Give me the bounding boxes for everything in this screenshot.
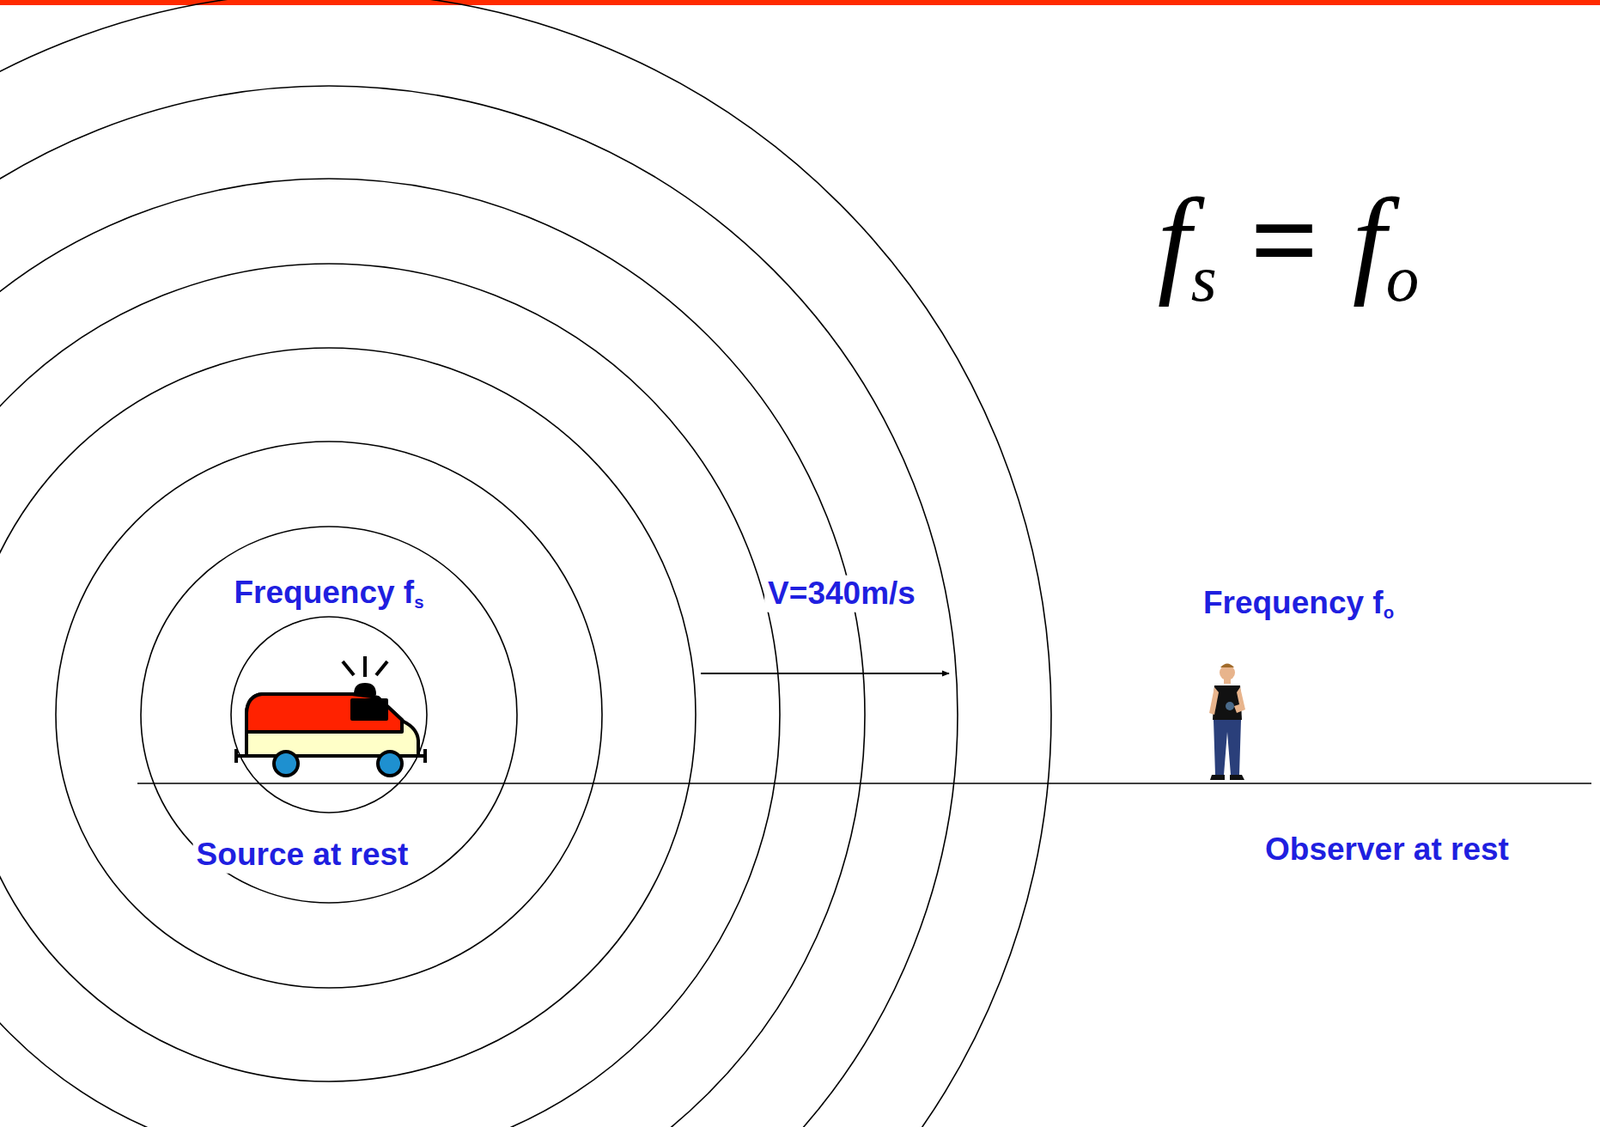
ambulance <box>234 656 427 776</box>
velocity-arrow <box>700 672 950 675</box>
label-text: V=340m/s <box>767 575 916 611</box>
doppler-formula: fs=fo <box>1157 174 1419 316</box>
wavefront <box>55 441 603 988</box>
wavefront <box>140 526 518 903</box>
label-text: Source at rest <box>196 836 409 872</box>
wavefronts <box>0 0 1052 1127</box>
label-text: f <box>1157 173 1192 307</box>
subscript: s <box>1191 241 1217 316</box>
ground-line <box>137 782 1592 785</box>
subscript: o <box>1386 241 1420 316</box>
wavefront <box>0 263 780 1127</box>
label-text: Frequency f <box>233 574 414 610</box>
equals-sign: = <box>1250 173 1320 307</box>
source-state-label: Source at rest <box>193 836 413 874</box>
label-text: f <box>1352 173 1387 307</box>
source-frequency-label: Frequency fs <box>230 574 427 613</box>
observer-frequency-label: Frequency fo <box>1199 584 1398 623</box>
wavefront <box>0 347 696 1082</box>
label-text: Observer at rest <box>1265 831 1509 867</box>
subscript: s <box>413 592 424 612</box>
top-bar <box>0 0 1600 6</box>
wavefront <box>0 85 958 1127</box>
subscript: o <box>1383 602 1394 622</box>
sound-speed-label: V=340m/s <box>764 575 919 613</box>
label-text: Frequency f <box>1203 584 1384 621</box>
wavefront <box>0 0 1052 1127</box>
wavefront <box>0 178 865 1127</box>
observer-state-label: Observer at rest <box>1261 831 1513 869</box>
observer-figure <box>1209 663 1246 781</box>
